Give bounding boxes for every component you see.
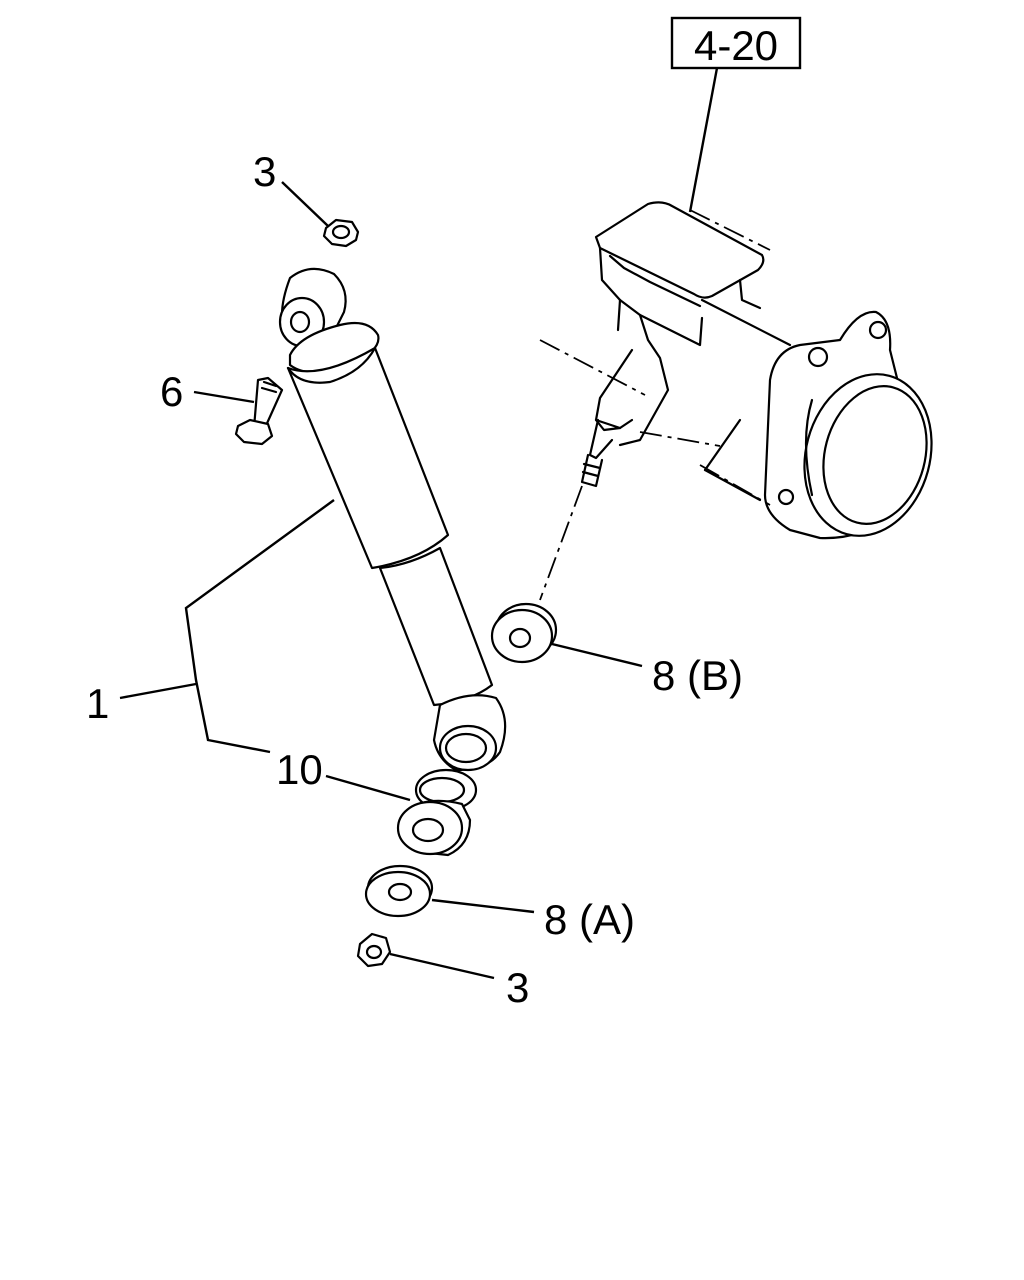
shock-absorber[interactable] xyxy=(278,267,507,772)
nut-bottom[interactable] xyxy=(356,932,392,968)
nut-top[interactable] xyxy=(322,218,360,248)
callout-washer-a: 8 (A) xyxy=(544,896,635,943)
reference-box[interactable]: 4-20 xyxy=(670,16,802,70)
callout-bushing: 10 xyxy=(276,746,323,793)
callout-shock-absorber: 1 xyxy=(86,680,109,727)
washer-b[interactable] xyxy=(490,602,558,664)
callout-bolt: 6 xyxy=(160,368,183,415)
washer-a[interactable] xyxy=(364,864,434,918)
axle-bracket xyxy=(539,201,933,601)
callout-nut-top: 3 xyxy=(253,148,276,195)
bushing[interactable] xyxy=(396,768,478,857)
bolt[interactable] xyxy=(234,376,284,446)
callout-nut-bottom: 3 xyxy=(506,964,529,1011)
reference-label: 4-20 xyxy=(694,22,778,69)
callout-washer-b: 8 (B) xyxy=(652,652,743,699)
